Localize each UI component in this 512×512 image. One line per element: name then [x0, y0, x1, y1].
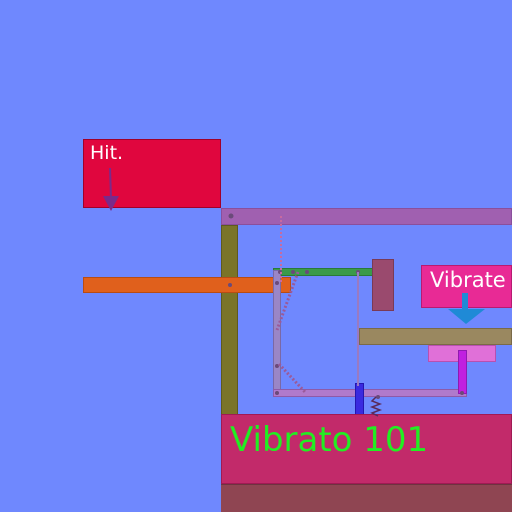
hit-block[interactable]: Hit. [83, 139, 221, 208]
vibrate-label: Vibrate [430, 268, 506, 292]
hit-label: Hit. [90, 142, 124, 164]
floor [221, 484, 512, 512]
magenta-piston [458, 350, 467, 394]
top-beam [221, 208, 512, 225]
orange-bar [83, 277, 291, 293]
vibrate-block[interactable]: Vibrate [421, 265, 512, 308]
frame-left [273, 270, 281, 396]
blue-piston [355, 383, 364, 418]
tan-shelf [359, 328, 512, 345]
frame-bottom [273, 389, 467, 397]
title-panel: Vibrato 101 [221, 414, 512, 484]
title-text: Vibrato 101 [230, 420, 429, 460]
counterweight-block [372, 259, 394, 311]
vertical-post [221, 225, 238, 415]
green-bar [273, 268, 373, 276]
spring-diagonal-lower [277, 362, 307, 394]
